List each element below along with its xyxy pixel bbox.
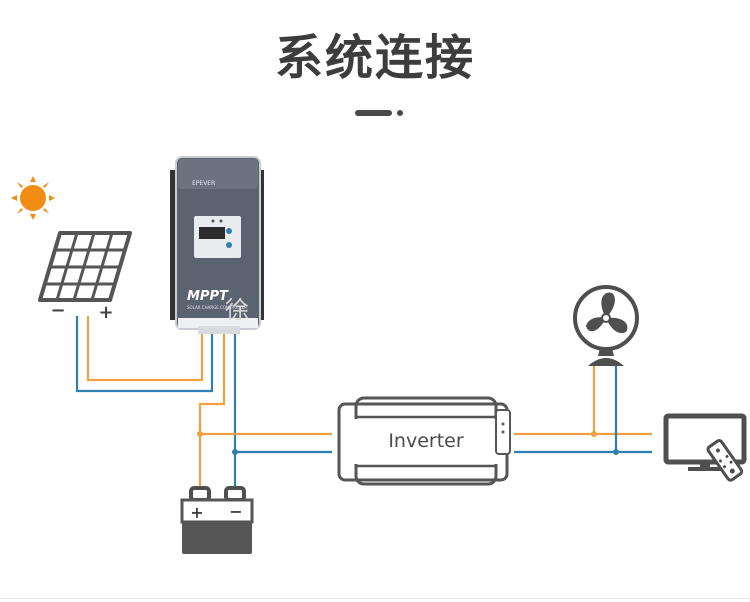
controller-button xyxy=(226,242,232,248)
controller-button xyxy=(226,228,232,234)
status-led xyxy=(211,219,215,223)
battery-positive-wire xyxy=(198,330,226,488)
mppt-controller: EPEVER MPPT SOLAR CHARGE CONTROLLER xyxy=(170,156,264,334)
junction-dot xyxy=(232,449,238,455)
battery-icon: + − xyxy=(180,486,254,554)
panel-plus-label: + xyxy=(98,302,113,323)
wires xyxy=(75,316,652,488)
junction-dot xyxy=(613,449,619,455)
controller-brand: EPEVER xyxy=(192,180,215,187)
sun-icon xyxy=(11,176,55,220)
battery-minus-label: − xyxy=(229,502,242,521)
panel-negative-wire xyxy=(75,316,214,393)
fan-icon xyxy=(573,285,639,366)
controller-model-label: MPPT xyxy=(187,289,229,304)
controller-subtitle: SOLAR CHARGE CONTROLLER xyxy=(187,305,247,310)
footer-divider xyxy=(0,598,750,599)
status-led xyxy=(219,219,223,223)
solar-panel-icon: − + xyxy=(38,231,132,323)
page-title: 系统连接 xyxy=(274,30,475,86)
junction-dots xyxy=(197,431,619,455)
panel-minus-label: − xyxy=(50,300,65,321)
inverter-device: Inverter xyxy=(337,396,511,486)
watermark: 徐 xyxy=(225,296,249,324)
panel-positive-wire xyxy=(86,316,204,382)
junction-dot xyxy=(591,431,597,437)
title-underline-dot xyxy=(397,110,403,116)
battery-plus-label: + xyxy=(190,503,203,522)
remote-control-icon xyxy=(706,439,744,482)
title-underline xyxy=(355,110,392,116)
junction-dot xyxy=(197,431,203,437)
inverter-label: Inverter xyxy=(388,430,464,452)
